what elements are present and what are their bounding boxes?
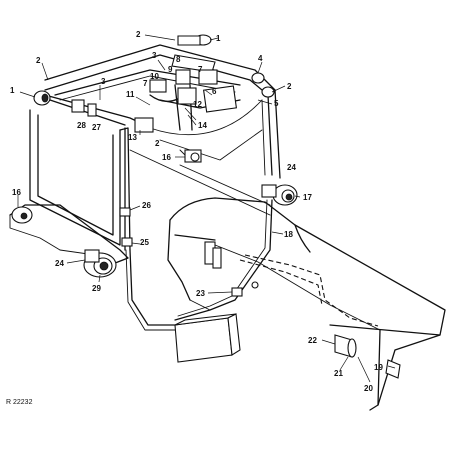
- callout-2-right: 2: [287, 82, 292, 91]
- callout-21: 21: [334, 369, 343, 378]
- callout-labels: 2 1 2 1 3 3 8 7 9 10 7 6 4 2 5 11 12 14 …: [10, 30, 383, 393]
- components: [11, 34, 401, 379]
- callout-12: 12: [193, 100, 202, 109]
- cab-frame: [9, 44, 281, 266]
- callout-2-left: 2: [36, 56, 41, 65]
- battery: [174, 313, 241, 363]
- callout-3-top: 3: [152, 51, 157, 60]
- engine-hood: [167, 197, 446, 411]
- callout-7-top: 7: [198, 65, 203, 74]
- leader-lines: [17, 34, 396, 383]
- callout-19: 19: [374, 363, 383, 372]
- callout-28: 28: [77, 121, 86, 130]
- callout-1-top: 1: [216, 34, 221, 43]
- callout-8: 8: [176, 55, 181, 64]
- callout-10: 10: [150, 72, 159, 81]
- callout-16-left: 16: [12, 188, 21, 197]
- callout-26: 26: [142, 201, 151, 210]
- callout-2-top: 2: [136, 30, 141, 39]
- callout-2-mid: 2: [155, 139, 160, 148]
- callout-17: 17: [303, 193, 312, 202]
- figure-reference: R 22232: [6, 399, 33, 406]
- callout-13: 13: [128, 133, 137, 142]
- callout-4: 4: [258, 54, 263, 63]
- callout-24-right: 24: [287, 163, 296, 172]
- callout-25: 25: [140, 238, 149, 247]
- callout-23: 23: [196, 289, 205, 298]
- callout-27: 27: [92, 123, 101, 132]
- callout-20: 20: [364, 384, 373, 393]
- callout-6: 6: [212, 87, 217, 96]
- callout-11: 11: [126, 90, 135, 99]
- callout-3-left: 3: [101, 77, 106, 86]
- callout-24-left: 24: [55, 259, 64, 268]
- callout-9: 9: [168, 65, 173, 74]
- callout-16-center: 16: [162, 153, 171, 162]
- callout-18: 18: [284, 230, 293, 239]
- callout-5: 5: [274, 99, 279, 108]
- callout-1-left: 1: [10, 86, 15, 95]
- callout-29: 29: [92, 284, 101, 293]
- callout-14: 14: [198, 121, 207, 130]
- callout-22: 22: [308, 336, 317, 345]
- callout-7-left: 7: [143, 79, 148, 88]
